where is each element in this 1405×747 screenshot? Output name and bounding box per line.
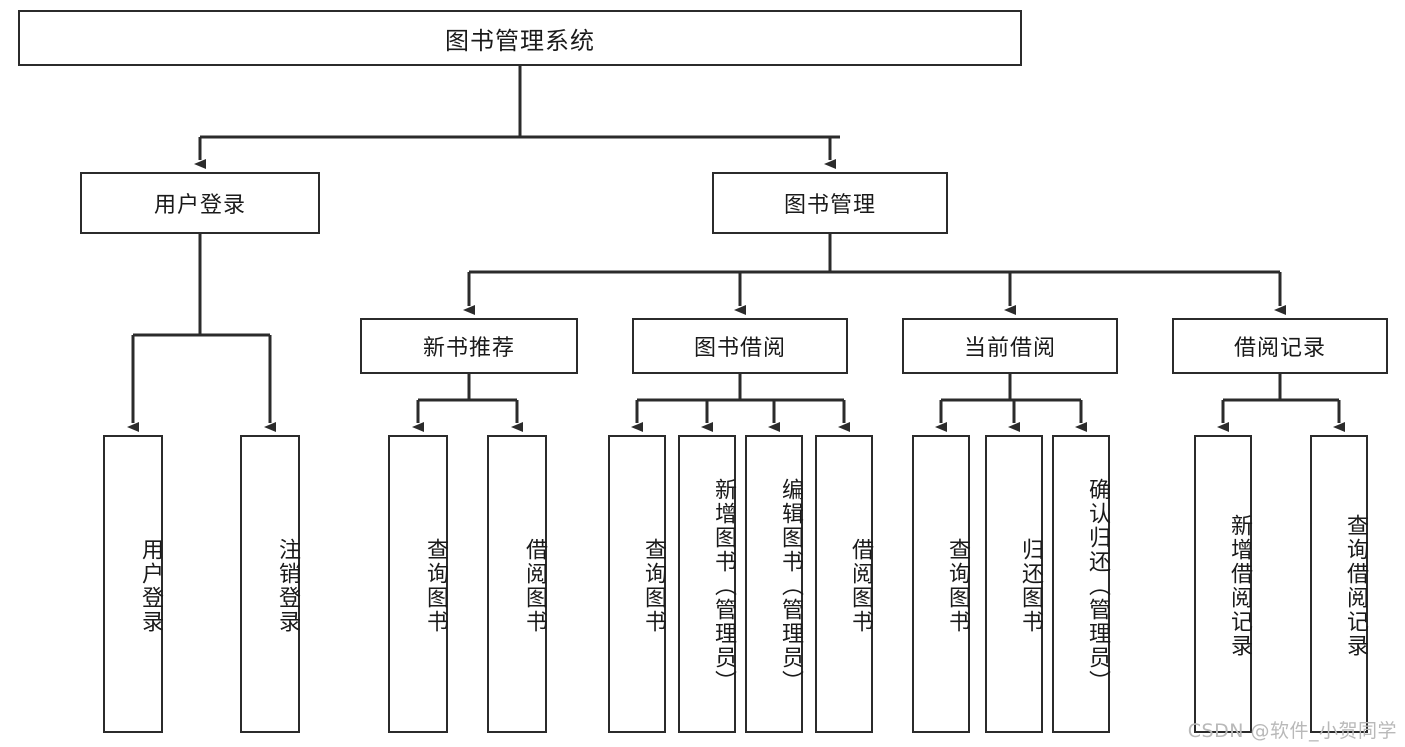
- node-leaf-add-record-label: 新增借阅记录: [1227, 514, 1252, 658]
- node-leaf-confirm-return-label: 确认归还（管理员）: [1085, 478, 1110, 694]
- node-leaf-return-book[interactable]: 归还图书: [985, 435, 1043, 733]
- node-book-manage-label: 图书管理: [783, 193, 876, 218]
- node-root-label: 图书管理系统: [445, 26, 595, 55]
- node-leaf-return-book-label: 归还图书: [1018, 538, 1043, 634]
- node-new-book-rec-label: 新书推荐: [422, 336, 515, 361]
- node-book-borrow-label: 图书借阅: [693, 336, 786, 361]
- node-leaf-logout[interactable]: 注销登录: [240, 435, 300, 733]
- node-borrow-record-label: 借阅记录: [1233, 336, 1326, 361]
- csdn-watermark: CSDN @软件_小贺同学: [1187, 720, 1397, 742]
- node-leaf-query-record-label: 查询借阅记录: [1343, 514, 1368, 658]
- node-leaf-edit-book-label: 编辑图书（管理员）: [778, 478, 803, 694]
- node-leaf-logout-label: 注销登录: [275, 538, 300, 634]
- node-leaf-edit-book[interactable]: 编辑图书（管理员）: [745, 435, 803, 733]
- node-leaf-query-book-3-label: 查询图书: [945, 538, 970, 634]
- node-leaf-query-book-2[interactable]: 查询图书: [608, 435, 666, 733]
- node-leaf-borrow-book-1[interactable]: 借阅图书: [487, 435, 547, 733]
- node-leaf-query-book-3[interactable]: 查询图书: [912, 435, 970, 733]
- node-leaf-user-login[interactable]: 用户登录: [103, 435, 163, 733]
- node-leaf-borrow-book-2[interactable]: 借阅图书: [815, 435, 873, 733]
- node-leaf-confirm-return[interactable]: 确认归还（管理员）: [1052, 435, 1110, 733]
- node-leaf-query-book-2-label: 查询图书: [641, 538, 666, 634]
- node-new-book-rec[interactable]: 新书推荐: [360, 318, 578, 374]
- node-leaf-query-book-1[interactable]: 查询图书: [388, 435, 448, 733]
- node-book-manage[interactable]: 图书管理: [712, 172, 948, 234]
- node-root[interactable]: 图书管理系统: [18, 10, 1022, 66]
- node-leaf-query-book-1-label: 查询图书: [423, 538, 448, 634]
- node-leaf-query-record[interactable]: 查询借阅记录: [1310, 435, 1368, 733]
- node-borrow-record[interactable]: 借阅记录: [1172, 318, 1388, 374]
- node-user-login[interactable]: 用户登录: [80, 172, 320, 234]
- node-leaf-borrow-book-1-label: 借阅图书: [522, 538, 547, 634]
- node-current-borrow-label: 当前借阅: [963, 336, 1056, 361]
- node-leaf-user-login-label: 用户登录: [138, 538, 163, 634]
- node-user-login-label: 用户登录: [153, 193, 246, 218]
- node-leaf-add-book-label: 新增图书（管理员）: [711, 478, 736, 694]
- node-leaf-add-record[interactable]: 新增借阅记录: [1194, 435, 1252, 733]
- node-current-borrow[interactable]: 当前借阅: [902, 318, 1118, 374]
- node-leaf-add-book[interactable]: 新增图书（管理员）: [678, 435, 736, 733]
- node-leaf-borrow-book-2-label: 借阅图书: [848, 538, 873, 634]
- node-book-borrow[interactable]: 图书借阅: [632, 318, 848, 374]
